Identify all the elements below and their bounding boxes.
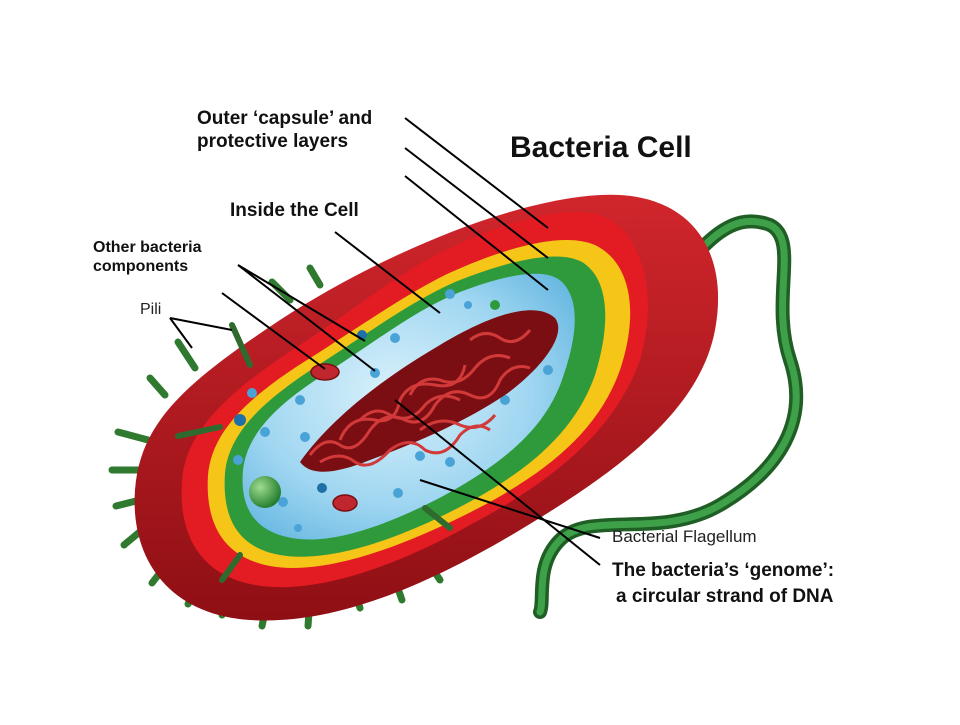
plasmids bbox=[310, 363, 358, 512]
label-other-line2: components bbox=[93, 258, 189, 276]
label-outer-capsule: Outer ‘capsule’ and protective layers bbox=[197, 108, 372, 154]
label-other-components: Other bacteria components bbox=[93, 238, 201, 276]
label-genome-line1: The bacteria’s ‘genome’: bbox=[612, 560, 835, 581]
pili-through-wall bbox=[175, 322, 453, 583]
leader-lines bbox=[169, 117, 601, 566]
label-inside-cell: Inside the Cell bbox=[230, 200, 359, 221]
ribosomes bbox=[233, 289, 553, 532]
flagellum-highlight bbox=[536, 217, 800, 616]
label-other-line1: Other bacteria bbox=[93, 239, 202, 256]
label-flagellum: Bacterial Flagellum bbox=[612, 527, 757, 546]
label-pili: Pili bbox=[140, 301, 162, 318]
big-component bbox=[249, 476, 281, 508]
label-outer-line1: Outer ‘capsule’ and bbox=[197, 108, 373, 129]
label-outer-line2: protective layers bbox=[197, 130, 349, 152]
diagram-title: Bacteria Cell bbox=[510, 131, 692, 164]
label-genome-line2: a circular strand of DNA bbox=[616, 586, 834, 607]
